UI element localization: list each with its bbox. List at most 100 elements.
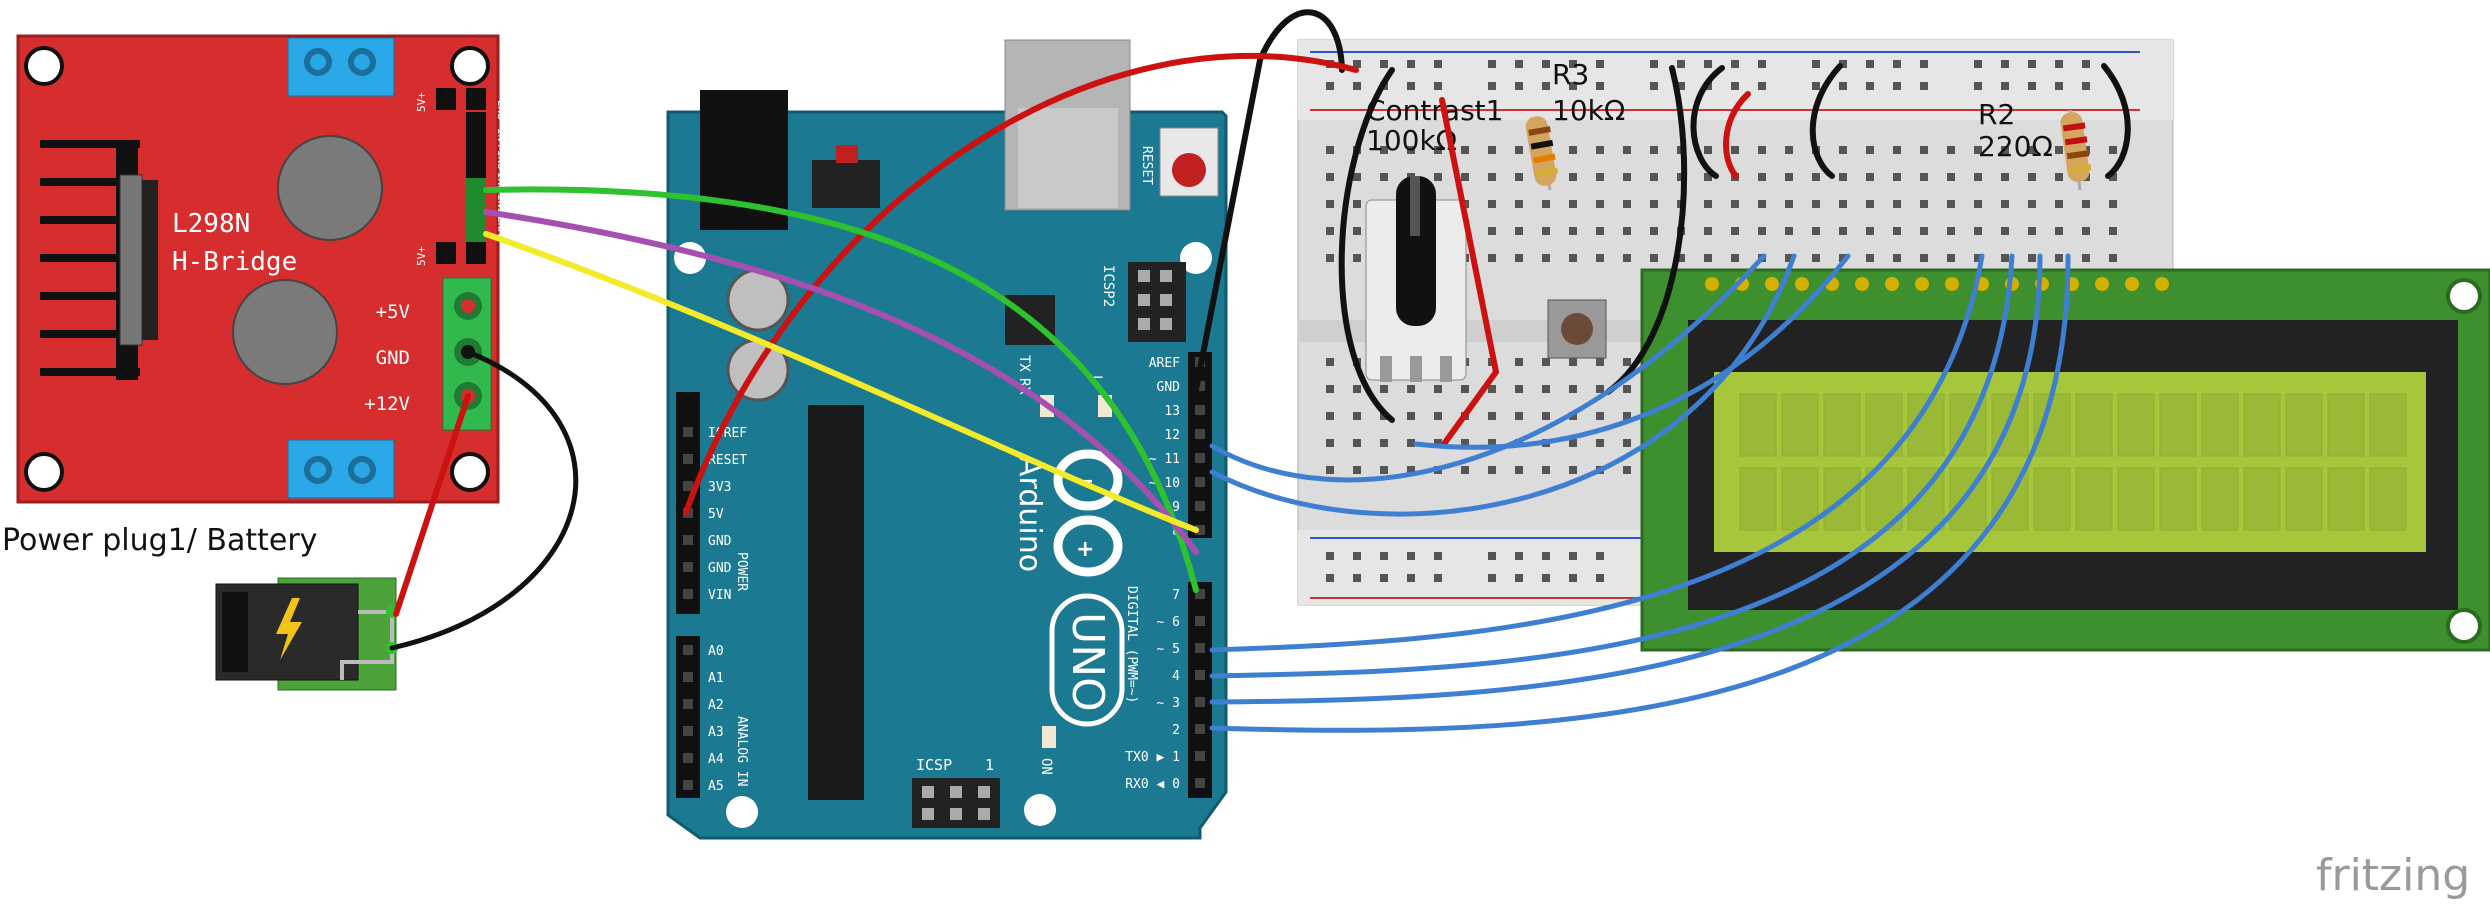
header-pin[interactable] xyxy=(683,562,693,572)
header-pin[interactable] xyxy=(1195,643,1205,653)
bb-hole xyxy=(1380,146,1388,154)
header-pin[interactable] xyxy=(683,753,693,763)
header-pin[interactable] xyxy=(1195,405,1205,415)
bb-hole xyxy=(2001,60,2009,68)
header-pin[interactable] xyxy=(683,427,693,437)
lcd-pin xyxy=(1885,277,1899,291)
header-pin[interactable] xyxy=(683,645,693,655)
header-pin[interactable] xyxy=(1195,778,1205,788)
bb-hole xyxy=(1731,200,1739,208)
lcd-pin xyxy=(1915,277,1929,291)
bb-hole xyxy=(2055,254,2063,262)
header-pin[interactable] xyxy=(1195,616,1205,626)
lcd-char-cell xyxy=(2075,467,2113,531)
icsp2-header xyxy=(1128,262,1186,342)
bb-hole xyxy=(1461,385,1469,393)
wire-yellow xyxy=(483,231,1199,533)
header-pin[interactable] xyxy=(1195,429,1205,439)
bb-hole xyxy=(1488,227,1496,235)
potentiometer[interactable] xyxy=(1365,176,1467,382)
bb-hole xyxy=(1785,146,1793,154)
bb-hole xyxy=(1893,82,1901,90)
header-pin[interactable] xyxy=(683,481,693,491)
pin-label: AREF xyxy=(1149,356,1180,371)
bb-hole xyxy=(1974,200,1982,208)
header-label: ENA xyxy=(495,216,508,236)
bb-hole xyxy=(1866,254,1874,262)
bb-hole xyxy=(1569,254,1577,262)
bb-hole xyxy=(2028,227,2036,235)
bb-hole xyxy=(1434,60,1442,68)
bb-hole xyxy=(1515,358,1523,366)
lightning-icon xyxy=(276,598,302,660)
bb-hole xyxy=(1650,146,1658,154)
bb-hole xyxy=(1623,227,1631,235)
wire-black xyxy=(1605,65,1688,395)
bb-hole xyxy=(1434,173,1442,181)
bb-hole xyxy=(1920,60,1928,68)
bb-hole xyxy=(1515,385,1523,393)
bb-hole xyxy=(1893,60,1901,68)
dc-jack xyxy=(215,577,398,691)
bb-hole xyxy=(1785,200,1793,208)
bb-hole xyxy=(2055,173,2063,181)
header-pin[interactable] xyxy=(1195,453,1205,463)
bb-hole xyxy=(1353,552,1361,560)
lcd-char-cell xyxy=(2327,393,2365,457)
bb-hole xyxy=(1488,146,1496,154)
lcd-pin xyxy=(1705,277,1719,291)
bb-hole xyxy=(1569,466,1577,474)
wire-12v xyxy=(393,393,471,617)
header-pin[interactable] xyxy=(683,454,693,464)
pin-label: ~ 3 xyxy=(1157,696,1180,711)
header-pin[interactable] xyxy=(683,780,693,790)
r3-label: R3 xyxy=(1552,58,1589,91)
header-label: IN1 xyxy=(495,194,508,214)
wire-blue xyxy=(1209,253,2015,679)
bb-hole xyxy=(1542,60,1550,68)
header-pin[interactable] xyxy=(1195,697,1205,707)
header-label: ENB xyxy=(495,100,508,120)
bb-hole xyxy=(1920,200,1928,208)
pushbutton[interactable] xyxy=(1547,299,1607,359)
wire-blue xyxy=(1209,253,1767,483)
bb-hole xyxy=(1326,254,1334,262)
header-pin[interactable] xyxy=(1195,751,1205,761)
bb-hole xyxy=(1893,227,1901,235)
bb-hole xyxy=(2028,82,2036,90)
header-pin[interactable] xyxy=(1195,589,1205,599)
uno-text: UNO xyxy=(1062,612,1113,712)
reset-button[interactable] xyxy=(1159,127,1219,197)
bb-hole xyxy=(2028,254,2036,262)
pin-label: 4 xyxy=(1172,669,1180,684)
bb-hole xyxy=(2082,200,2090,208)
header-pin[interactable] xyxy=(683,589,693,599)
header-pin[interactable] xyxy=(683,672,693,682)
bb-hole xyxy=(1623,254,1631,262)
bb-hole xyxy=(1407,439,1415,447)
lcd-mount-hole xyxy=(2446,278,2482,314)
terminal-block-top xyxy=(287,37,395,97)
uno-logo: UNO xyxy=(1049,593,1125,727)
header-pin[interactable] xyxy=(1195,724,1205,734)
bb-hole xyxy=(2001,146,2009,154)
header-pin[interactable] xyxy=(683,535,693,545)
lcd-pin xyxy=(1795,277,1809,291)
header-pin[interactable] xyxy=(1195,477,1205,487)
pin-label: A2 xyxy=(708,698,724,713)
bb-hole xyxy=(1920,173,1928,181)
bb-hole xyxy=(1677,173,1685,181)
bb-hole xyxy=(1488,60,1496,68)
header-pin[interactable] xyxy=(683,699,693,709)
header-pin[interactable] xyxy=(1195,670,1205,680)
header-pin[interactable] xyxy=(1195,525,1205,535)
header-pin[interactable] xyxy=(683,726,693,736)
bb-hole xyxy=(1542,552,1550,560)
pin-label: ~ 5 xyxy=(1157,642,1180,657)
bb-hole xyxy=(1758,60,1766,68)
bb-hole xyxy=(1461,146,1469,154)
bb-hole xyxy=(1488,466,1496,474)
bb-hole xyxy=(2055,82,2063,90)
header-pin[interactable] xyxy=(1195,381,1205,391)
header-pin[interactable] xyxy=(1195,501,1205,511)
